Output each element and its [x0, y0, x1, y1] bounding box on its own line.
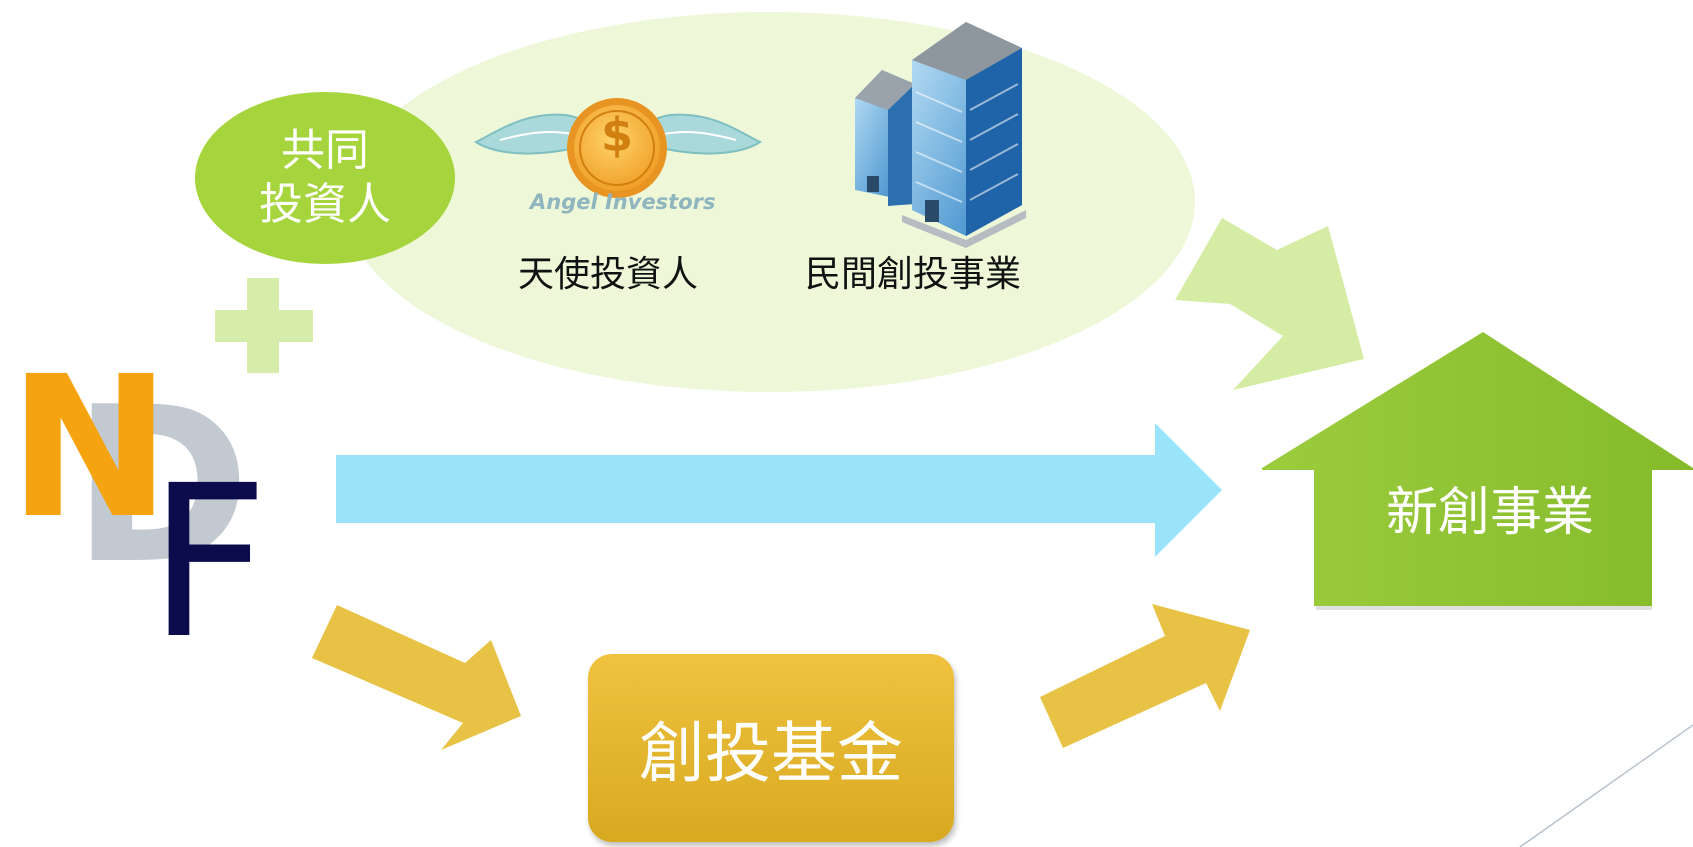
angel-coin-icon — [474, 98, 762, 198]
co-investor-bubble: 共同 投資人 — [195, 92, 455, 264]
coin-dollar-symbol: $ — [600, 108, 633, 162]
startup-house-shape — [1262, 332, 1693, 606]
angel-investors-caption: Angel Investors — [530, 190, 716, 214]
vc-fund-box: 創投基金 — [588, 654, 954, 842]
fund-allocation-arrow — [312, 605, 521, 750]
co-investor-label-line2: 投資人 — [259, 179, 391, 230]
direct-investment-arrow — [336, 423, 1222, 557]
co-investor-label-line1: 共同 — [281, 125, 369, 176]
plus-icon — [215, 278, 313, 373]
venture-capital-label: 民間創投事業 — [805, 254, 1022, 295]
startup-label: 新創事業 — [1385, 483, 1594, 543]
decorative-corner-line — [1519, 724, 1693, 847]
office-buildings-icon — [855, 22, 1026, 248]
vc-fund-label: 創投基金 — [639, 715, 903, 792]
fund-investment-arrow — [1040, 604, 1250, 748]
private-investors-ellipse — [345, 12, 1195, 392]
private-investment-arrow — [1175, 218, 1364, 390]
angel-investors-label: 天使投資人 — [518, 254, 699, 295]
